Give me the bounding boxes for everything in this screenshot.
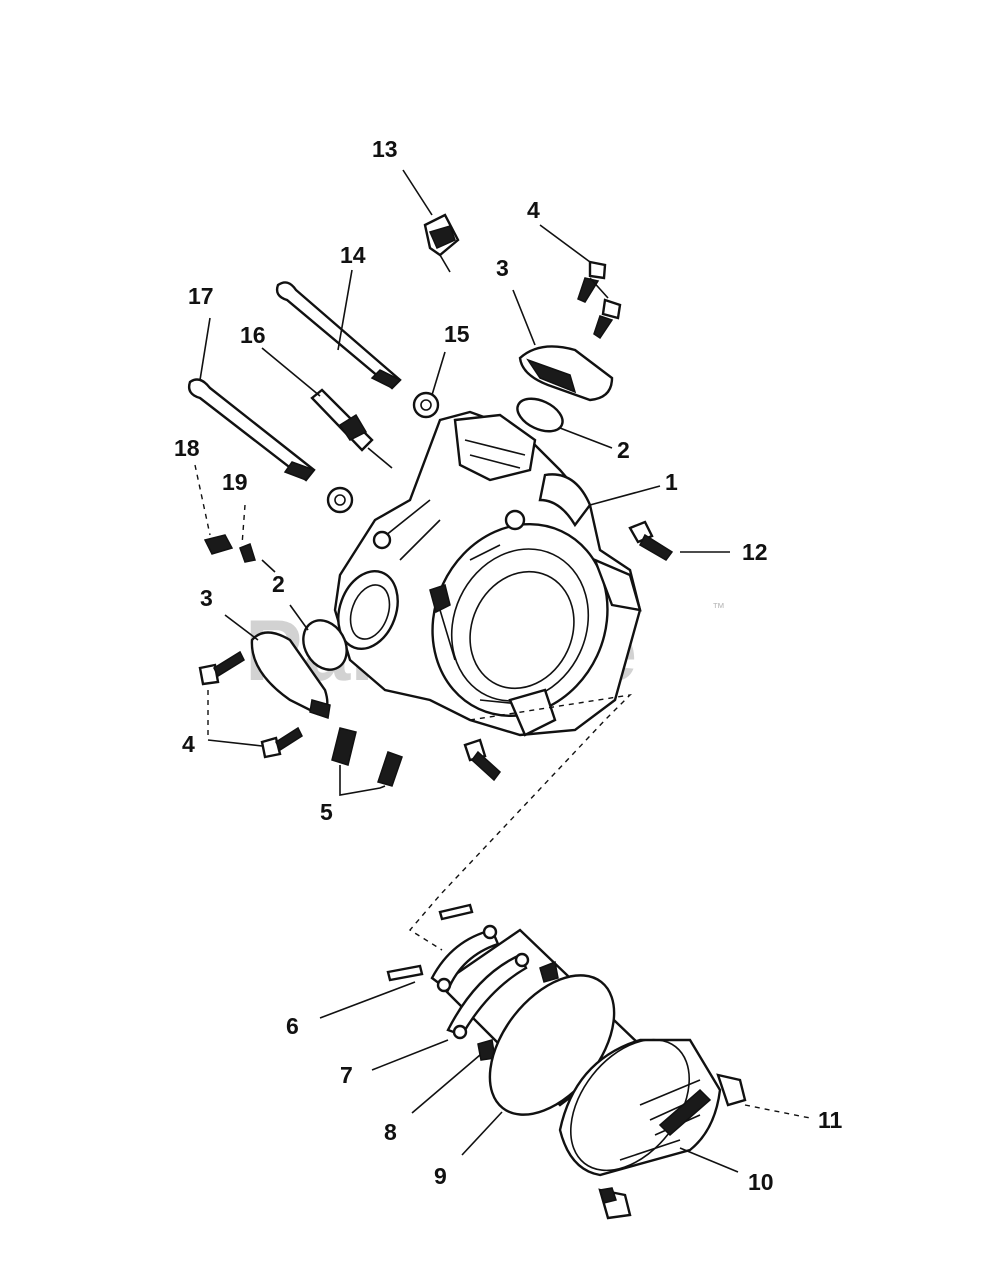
valve-cover-top [518, 345, 614, 402]
callout-12: 12 [742, 539, 768, 565]
callout-2-top: 2 [617, 437, 630, 463]
bolt-12 [628, 520, 674, 561]
studs-5 [331, 727, 403, 787]
bolt-lower [463, 738, 502, 782]
clip-19 [239, 543, 256, 563]
callout-10: 10 [748, 1169, 774, 1195]
callout-1: 1 [665, 469, 678, 495]
callout-3-top: 3 [496, 255, 509, 281]
washer-17 [326, 486, 354, 514]
callout-7: 7 [340, 1062, 353, 1088]
callout-11: 11 [818, 1107, 843, 1133]
o-ring-side [302, 619, 348, 671]
callout-4-side: 4 [182, 731, 195, 757]
callout-13: 13 [372, 136, 398, 162]
callout-labels: 1 2 2 3 3 4 4 5 6 7 8 9 10 11 12 13 14 1… [174, 136, 843, 1195]
callout-14: 14 [340, 242, 366, 268]
exhaust-assembly [386, 903, 747, 1220]
long-stud-14 [275, 281, 402, 390]
valve-cover-side [250, 631, 331, 719]
temperature-sensor [423, 213, 460, 273]
callout-18: 18 [174, 435, 200, 461]
callout-19: 19 [222, 469, 248, 495]
callout-17: 17 [188, 283, 214, 309]
callout-9: 9 [434, 1163, 447, 1189]
watermark-trademark: ™ [712, 600, 725, 615]
o-ring-top [516, 397, 564, 433]
leader-lines [194, 169, 811, 1173]
bolt-18 [203, 534, 234, 555]
washer-15 [412, 391, 440, 419]
callout-3-side: 3 [200, 585, 213, 611]
callout-4-top: 4 [527, 197, 540, 223]
top-cover-screws [577, 260, 622, 340]
callout-16: 16 [240, 322, 266, 348]
callout-2-side: 2 [272, 571, 285, 597]
callout-8: 8 [384, 1119, 397, 1145]
callout-5: 5 [320, 799, 333, 825]
side-cover-screws [198, 650, 303, 759]
callout-15: 15 [444, 321, 470, 347]
callout-6: 6 [286, 1013, 299, 1039]
cylinder-head-body [333, 410, 642, 737]
spark-plug [310, 388, 393, 469]
long-stud-17 [187, 378, 316, 482]
